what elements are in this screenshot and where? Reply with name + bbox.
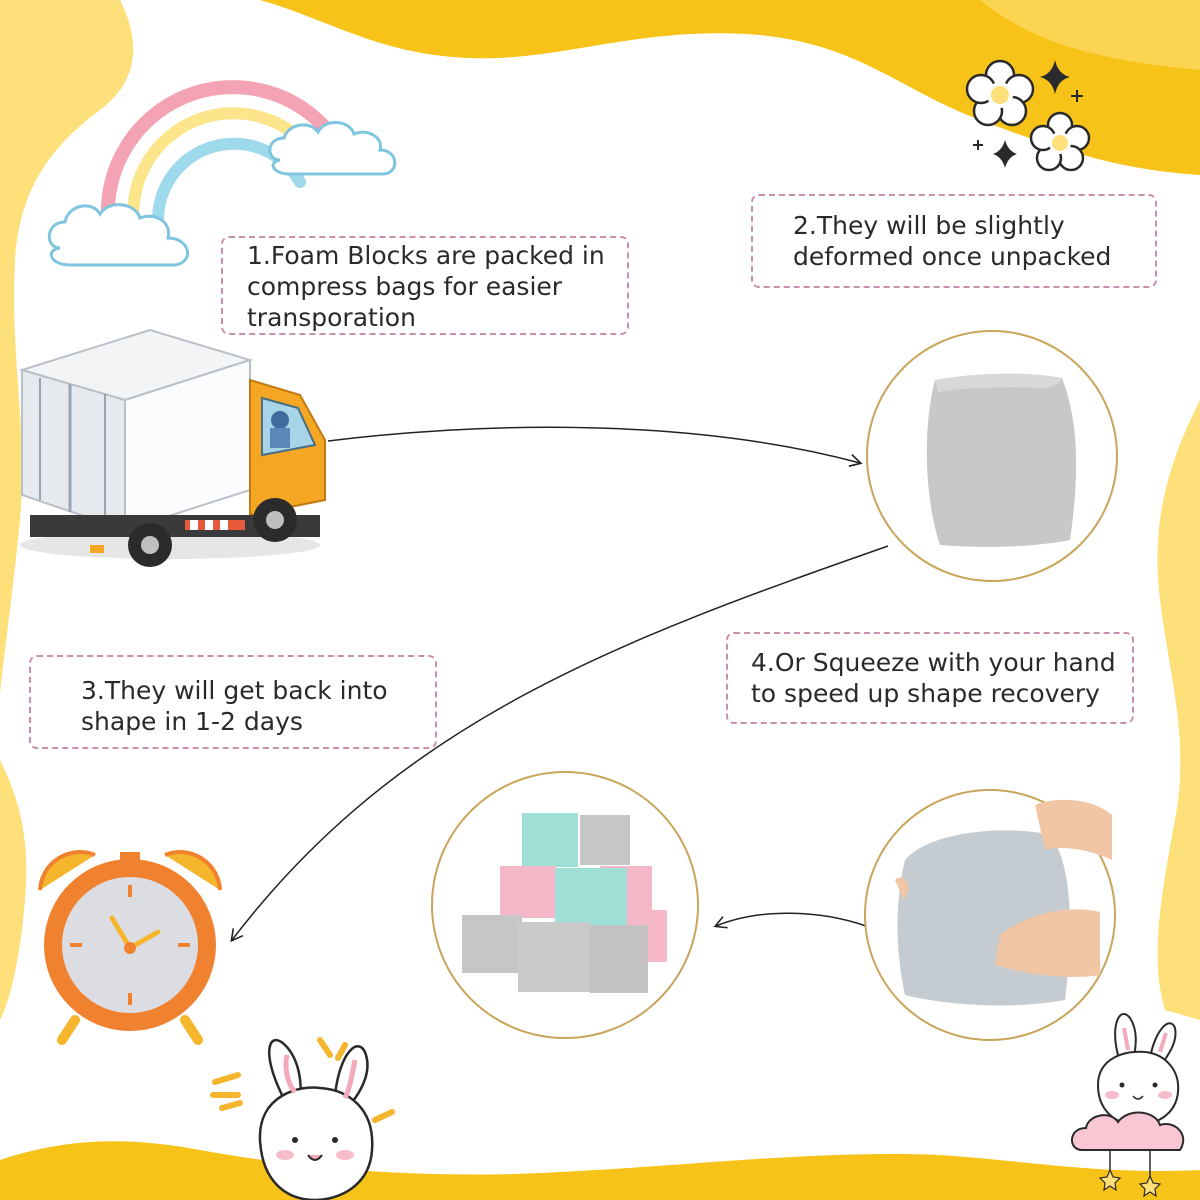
flower-icon [965,59,1035,127]
arrow-hand-to-blocks [713,912,867,929]
sparkle-icon [1040,60,1070,94]
right-wave [1157,400,1200,1020]
cloud-icon [47,203,190,267]
left-wave-bottom [0,760,27,1020]
top-wave [260,0,1200,175]
step-2-callout: 2.They will be slightly deformed once un… [751,194,1157,288]
arrow-block-to-clock [230,545,889,943]
step-3-callout: 3.They will get back into shape in 1-2 d… [29,655,437,749]
arrow-truck-to-block [327,426,863,467]
step-1-callout: 1.Foam Blocks are packed in compress bag… [221,236,629,335]
sparkle-icon [973,140,983,150]
left-wave [0,0,134,700]
sparkle-icon [993,140,1017,168]
sparkle-icon [1071,90,1083,102]
step-4-callout: 4.Or Squeeze with your hand to speed up … [726,632,1134,724]
top-wave-light [980,0,1200,70]
hand-icon [895,799,1112,977]
star-icon [1098,1168,1122,1192]
cloud-icon [268,121,397,176]
cloud-icon [1071,1111,1185,1151]
flower-icon [1029,111,1091,172]
star-icon [1138,1174,1162,1198]
